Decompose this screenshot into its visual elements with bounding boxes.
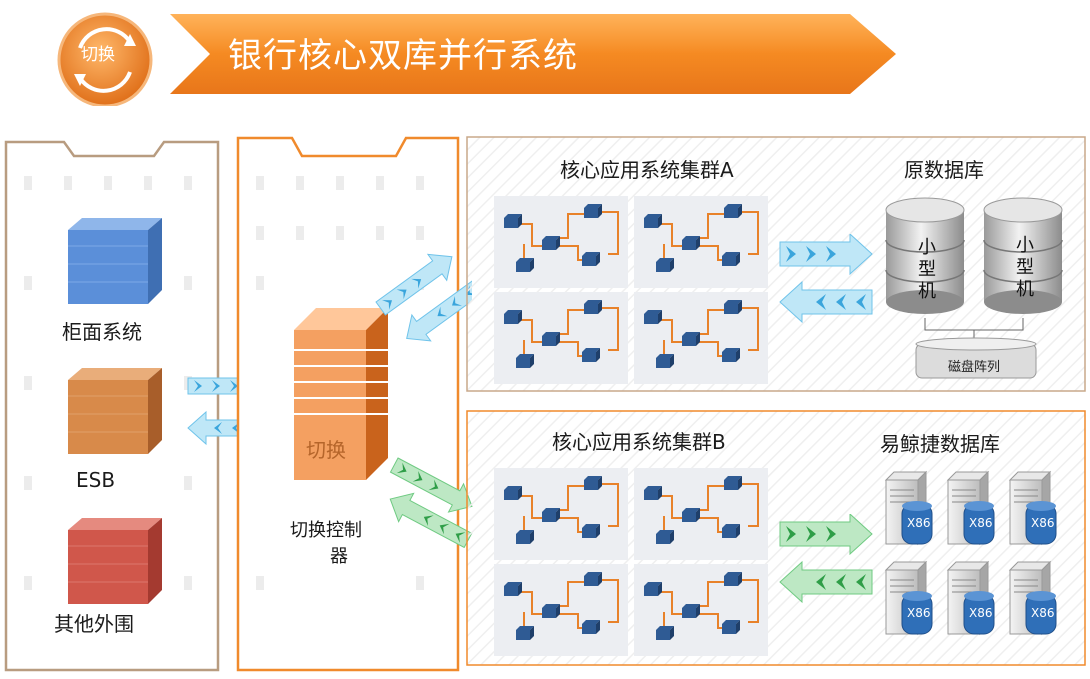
- counter-system-label: 柜面系统: [62, 320, 142, 344]
- cylinder1-char2: 型: [918, 259, 936, 280]
- cluster-a-db-title: 原数据库: [904, 158, 984, 182]
- switch-controller-icon: [294, 308, 388, 480]
- x86-label-1: X86: [907, 516, 931, 530]
- cylinder2-char2: 型: [1016, 257, 1034, 278]
- esb-label: ESB: [76, 468, 116, 492]
- page-title: 银行核心双库并行系统: [228, 36, 578, 76]
- x86-label-4: X86: [907, 606, 931, 620]
- x86-label-2: X86: [969, 516, 993, 530]
- esb-cube-icon: [68, 368, 162, 454]
- switch-cluster-a-arrows-icon: [375, 253, 472, 342]
- cluster-a-title: 核心应用系统集群A: [560, 158, 734, 182]
- switch-badge-icon: [57, 12, 153, 106]
- switch-box-label: 切换: [306, 438, 346, 462]
- cluster-a-db-arrows-icon: [779, 234, 873, 324]
- cylinder1-char3: 机: [918, 281, 936, 302]
- cluster-b-db-arrows-icon: [779, 514, 873, 604]
- badge-label: 切换: [81, 45, 115, 65]
- cluster-b-db-title: 易鲸捷数据库: [880, 432, 1000, 456]
- cylinder2-char3: 机: [1016, 279, 1034, 300]
- original-db-icon: [885, 197, 1063, 379]
- cluster-b-title: 核心应用系统集群B: [552, 430, 726, 454]
- cluster-a-nodes: [493, 195, 769, 385]
- x86-label-5: X86: [969, 606, 993, 620]
- disk-array-label: 磁盘阵列: [948, 360, 1001, 375]
- cluster-b-nodes: [493, 467, 769, 657]
- switch-cluster-b-arrows-icon: [389, 457, 473, 548]
- counter-system-cube-icon: [68, 218, 162, 304]
- title-banner: [170, 14, 896, 94]
- switch-caption-line1: 切换控制: [290, 520, 362, 541]
- cylinder1-char1: 小: [918, 237, 936, 258]
- x86-label-6: X86: [1031, 606, 1055, 620]
- peripheral-label: 其他外围: [54, 612, 134, 636]
- x86-label-3: X86: [1031, 516, 1055, 530]
- switch-caption-line2: 器: [330, 546, 348, 567]
- peripheral-cube-icon: [68, 518, 162, 604]
- cylinder2-char1: 小: [1016, 235, 1034, 256]
